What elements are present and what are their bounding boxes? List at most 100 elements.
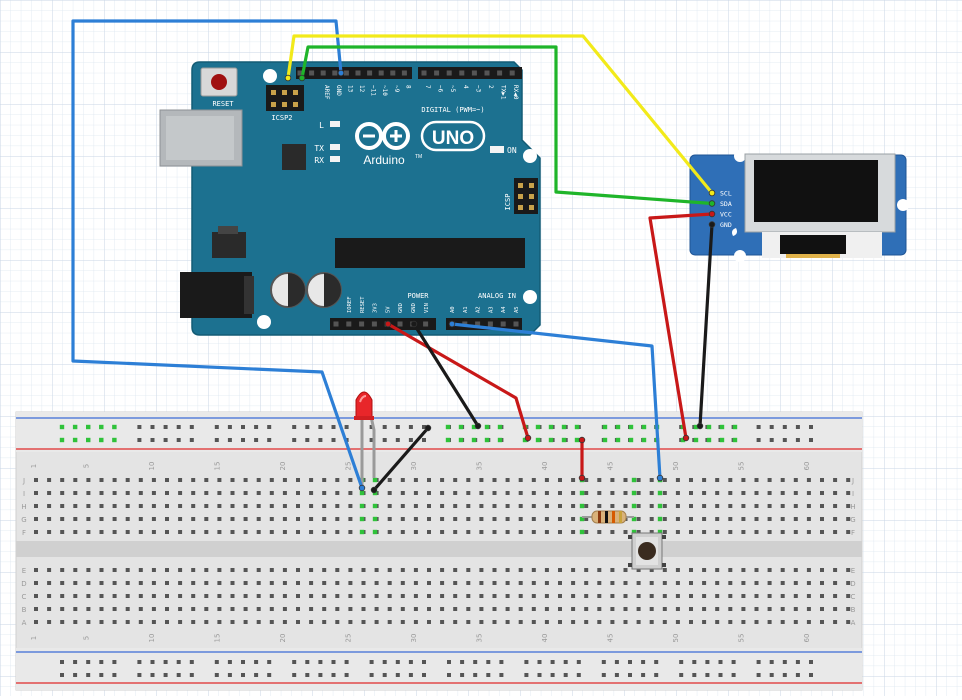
red-led xyxy=(354,391,376,488)
breadboard-hole xyxy=(256,607,261,611)
breadboard-hole xyxy=(833,594,838,598)
breadboard-hole xyxy=(269,478,274,482)
breadboard-hole xyxy=(654,673,659,677)
breadboard-hole xyxy=(623,530,628,534)
led-tx xyxy=(330,144,340,150)
breadboard-hole xyxy=(628,673,632,677)
breadboard-hole xyxy=(99,594,104,598)
breadboard-hole xyxy=(675,530,680,534)
breadboard-hole xyxy=(563,660,568,664)
breadboard-hole xyxy=(702,607,707,611)
connected-hole xyxy=(693,437,699,443)
breadboard-hole xyxy=(806,581,811,585)
breadboard-hole xyxy=(348,568,353,572)
breadboard-hole xyxy=(189,425,194,429)
breadboard-hole xyxy=(230,478,235,482)
breadboard-hole xyxy=(675,581,680,585)
breadboard-hole xyxy=(348,491,353,495)
connected-hole xyxy=(631,529,637,535)
breadboard-hole xyxy=(125,478,130,482)
breadboard-hole xyxy=(492,581,497,585)
breadboard-hole xyxy=(833,517,838,521)
breadboard-hole xyxy=(833,530,838,534)
breadboard-hole xyxy=(492,517,497,521)
breadboard-hole xyxy=(702,530,707,534)
breadboard-hole xyxy=(662,478,667,482)
breadboard-hole xyxy=(400,517,405,521)
breadboard-hole xyxy=(318,425,323,429)
led-rx xyxy=(330,156,340,162)
breadboard-hole xyxy=(348,504,353,508)
breadboard-hole xyxy=(689,491,693,495)
header-pin xyxy=(271,102,276,107)
resistor-band xyxy=(598,511,601,523)
column-number-top: 30 xyxy=(410,462,418,471)
breadboard-hole xyxy=(369,660,374,664)
breadboard-hole xyxy=(335,620,340,624)
breadboard-hole xyxy=(505,594,510,598)
breadboard-hole xyxy=(214,425,219,429)
push-button-leg xyxy=(628,563,632,567)
wire-blue-a0 xyxy=(450,322,662,480)
breadboard-hole xyxy=(486,660,491,664)
breadboard-hole xyxy=(269,504,274,508)
breadboard-hole xyxy=(178,620,183,624)
breadboard-hole xyxy=(34,568,38,572)
breadboard-hole xyxy=(505,620,510,624)
breadboard-hole xyxy=(741,478,746,482)
breadboard-hole xyxy=(756,425,761,429)
breadboard-hole xyxy=(571,568,576,572)
wire-black-led-gnd xyxy=(372,426,430,492)
breadboard-hole xyxy=(47,620,52,624)
breadboard-hole xyxy=(793,478,798,482)
led-rx-label: RX xyxy=(314,156,324,165)
breadboard-hole xyxy=(466,491,471,495)
breadboard-hole xyxy=(571,607,576,611)
breadboard-hole xyxy=(125,517,130,521)
breadboard-hole xyxy=(322,594,327,598)
breadboard-hole xyxy=(217,581,222,585)
breadboard-hole xyxy=(754,517,759,521)
header-pin xyxy=(484,70,490,76)
breadboard-hole xyxy=(400,568,405,572)
connected-hole xyxy=(719,424,725,430)
breadboard-hole xyxy=(305,438,310,442)
breadboard-hole xyxy=(466,581,471,585)
breadboard-hole xyxy=(636,568,641,572)
breadboard-hole xyxy=(846,607,851,611)
brand-arduino: Arduino xyxy=(363,153,405,167)
header-pin xyxy=(378,70,384,76)
connected-hole xyxy=(497,424,503,430)
breadboard-hole xyxy=(754,620,759,624)
breadboard-hole xyxy=(492,491,497,495)
connected-hole xyxy=(615,437,621,443)
breadboard-hole xyxy=(99,517,104,521)
power-pin-label: VIN xyxy=(424,303,430,313)
breadboard-hole xyxy=(73,660,78,664)
breadboard-hole xyxy=(296,517,300,521)
breadboard-hole xyxy=(505,581,510,585)
breadboard-hole xyxy=(780,491,785,495)
connected-hole xyxy=(719,437,725,443)
breadboard-hole xyxy=(361,607,366,611)
breadboard-hole xyxy=(374,620,379,624)
breadboard-hole xyxy=(780,607,785,611)
breadboard-hole xyxy=(322,530,327,534)
resistor-band xyxy=(619,511,622,523)
breadboard-hole xyxy=(163,660,168,664)
column-number-top: 55 xyxy=(737,462,745,471)
row-letter: F xyxy=(851,529,855,537)
breadboard-hole xyxy=(322,491,327,495)
breadboard-hole xyxy=(479,581,484,585)
breadboard-hole xyxy=(282,530,287,534)
breadboard-hole xyxy=(754,568,759,572)
header-pin xyxy=(459,70,465,76)
breadboard-hole xyxy=(331,438,336,442)
breadboard-hole xyxy=(165,530,169,534)
breadboard-hole xyxy=(584,594,589,598)
breadboard-hole xyxy=(679,660,684,664)
breadboard-hole xyxy=(679,673,684,677)
breadboard-hole xyxy=(518,478,523,482)
